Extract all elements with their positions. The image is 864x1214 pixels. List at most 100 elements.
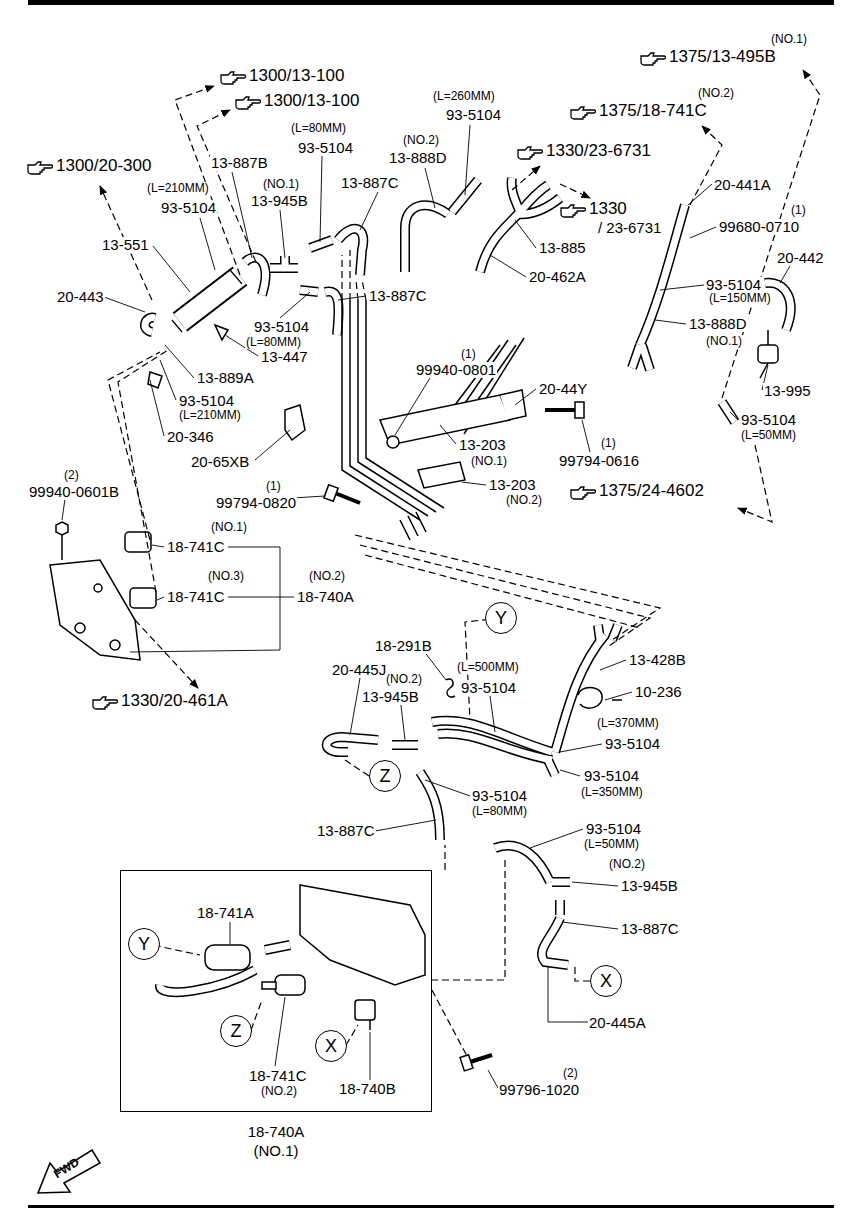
part-number: 13-887C bbox=[620, 921, 680, 937]
note-label: (L=50MM) bbox=[583, 838, 640, 851]
part-number: 13-945B bbox=[620, 878, 679, 894]
note-label: (1) bbox=[790, 204, 807, 217]
note-label: (1) bbox=[600, 437, 617, 450]
part-number: 13-887B bbox=[210, 155, 269, 171]
part-number: 13-203 bbox=[458, 437, 507, 453]
part-number: 18-741C bbox=[248, 1068, 308, 1084]
reference-circle: Y bbox=[128, 928, 160, 960]
note-label: (1) bbox=[460, 348, 477, 361]
note-label: (NO.1) bbox=[470, 455, 508, 468]
part-number: 13-995 bbox=[763, 383, 812, 399]
part-number: 10-236 bbox=[634, 684, 683, 700]
part-number: 20-442 bbox=[776, 250, 825, 266]
part-number: 13-888D bbox=[688, 316, 748, 332]
reference-letter: X bbox=[600, 972, 612, 990]
reference-label: 1375/18-741C bbox=[598, 102, 708, 120]
note-label: (2) bbox=[63, 469, 80, 482]
note-label: (L=210MM) bbox=[146, 182, 210, 195]
part-number: 13-887C bbox=[316, 823, 376, 839]
part-number: 18-741C bbox=[166, 589, 226, 605]
note-label: (L=50MM) bbox=[740, 429, 797, 442]
part-number: 13-551 bbox=[101, 237, 150, 253]
note-label: (L=350MM) bbox=[580, 786, 644, 799]
part-number: 18-291B bbox=[374, 638, 433, 654]
note-label: (L=80MM) bbox=[290, 122, 347, 135]
reference-label: 1330/23-6731 bbox=[545, 142, 652, 160]
note-label: (NO.2) bbox=[385, 673, 423, 686]
part-number: 93-5104 bbox=[460, 680, 517, 696]
part-number: 13-945B bbox=[361, 689, 420, 705]
note-label: (NO.2) bbox=[697, 87, 735, 100]
note-label: (NO.2) bbox=[260, 1085, 298, 1098]
part-number: 13-945B bbox=[250, 193, 309, 209]
reference-circle: Y bbox=[485, 602, 517, 634]
part-number: 20-65XB bbox=[190, 454, 250, 470]
note-label: (L=260MM) bbox=[432, 90, 496, 103]
part-number: 93-5104 bbox=[740, 412, 797, 428]
reference-letter: Y bbox=[138, 935, 150, 953]
note-label: (L=370MM) bbox=[596, 717, 660, 730]
part-number: 13-447 bbox=[260, 349, 309, 365]
note-label: (NO.3) bbox=[207, 570, 245, 583]
part-number: / 23-6731 bbox=[597, 220, 662, 236]
part-number: 93-5104 bbox=[253, 319, 310, 335]
part-number: 20-441A bbox=[713, 177, 772, 193]
part-number: 93-5104 bbox=[160, 200, 217, 216]
reference-label: 1300/20-300 bbox=[55, 157, 152, 175]
note-label: (L=80MM) bbox=[245, 336, 302, 349]
reference-circle: Z bbox=[220, 1015, 252, 1047]
reference-circle: X bbox=[590, 965, 622, 997]
note-label: (NO.2) bbox=[505, 494, 543, 507]
part-number: 93-5104 bbox=[445, 107, 502, 123]
part-number: 13-887C bbox=[340, 175, 400, 191]
reference-letter: X bbox=[325, 1037, 337, 1055]
part-number: 13-203 bbox=[488, 477, 537, 493]
part-number: 93-5104 bbox=[705, 277, 762, 293]
note-label: (L=500MM) bbox=[456, 661, 520, 674]
reference-label: 1375/24-4602 bbox=[598, 482, 705, 500]
reference-label: 1300/13-100 bbox=[248, 67, 345, 85]
part-number: 93-5104 bbox=[585, 821, 642, 837]
reference-label: 1300/13-100 bbox=[263, 92, 360, 110]
part-number: 93-5104 bbox=[471, 788, 528, 804]
note-label: (NO.1) bbox=[262, 178, 300, 191]
part-number: 13-888D bbox=[388, 150, 448, 166]
inset-box: 18-740A (NO.1)YZX bbox=[120, 870, 432, 1112]
note-label: (NO.1) bbox=[705, 335, 743, 348]
note-label: (NO.2) bbox=[608, 858, 646, 871]
reference-letter: Z bbox=[380, 767, 391, 785]
part-number: 99794-0616 bbox=[558, 453, 640, 469]
part-number: 93-5104 bbox=[604, 736, 661, 752]
reference-circle: X bbox=[315, 1030, 347, 1062]
note-label: (NO.2) bbox=[402, 134, 440, 147]
part-number: 20-443 bbox=[56, 289, 105, 305]
note-label: (1) bbox=[265, 480, 282, 493]
note-label: (NO.1) bbox=[210, 521, 248, 534]
note-label: (NO.1) bbox=[770, 33, 808, 46]
reference-letter: Y bbox=[495, 609, 507, 627]
part-number: 99940-0601B bbox=[28, 484, 120, 500]
note-label: (2) bbox=[562, 1067, 579, 1080]
part-number: 93-5104 bbox=[583, 768, 640, 784]
reference-circle: Z bbox=[369, 760, 401, 792]
part-number: 13-428B bbox=[628, 652, 687, 668]
reference-label: 1330/20-461A bbox=[120, 692, 229, 710]
part-number: 93-5104 bbox=[178, 393, 235, 409]
part-number: 20-445J bbox=[331, 662, 387, 678]
part-number: 13-889A bbox=[196, 370, 255, 386]
part-number: 93-5104 bbox=[297, 140, 354, 156]
note-label: (NO.2) bbox=[308, 570, 346, 583]
part-number: 99940-0801 bbox=[415, 362, 497, 378]
part-number: 18-741C bbox=[166, 539, 226, 555]
part-number: 20-346 bbox=[166, 429, 215, 445]
part-number: 20-445A bbox=[588, 1015, 647, 1031]
part-number: 18-740A bbox=[296, 589, 355, 605]
part-number: 99796-1020 bbox=[498, 1082, 580, 1098]
part-number: 13-885 bbox=[538, 240, 587, 256]
reference-label: 1330 bbox=[588, 200, 628, 218]
note-label: (L=150MM) bbox=[708, 292, 772, 305]
reference-label: 1375/13-495B bbox=[668, 48, 777, 66]
note-label: (L=80MM) bbox=[471, 805, 528, 818]
reference-letter: Z bbox=[231, 1022, 242, 1040]
part-number: 18-741A bbox=[196, 905, 255, 921]
